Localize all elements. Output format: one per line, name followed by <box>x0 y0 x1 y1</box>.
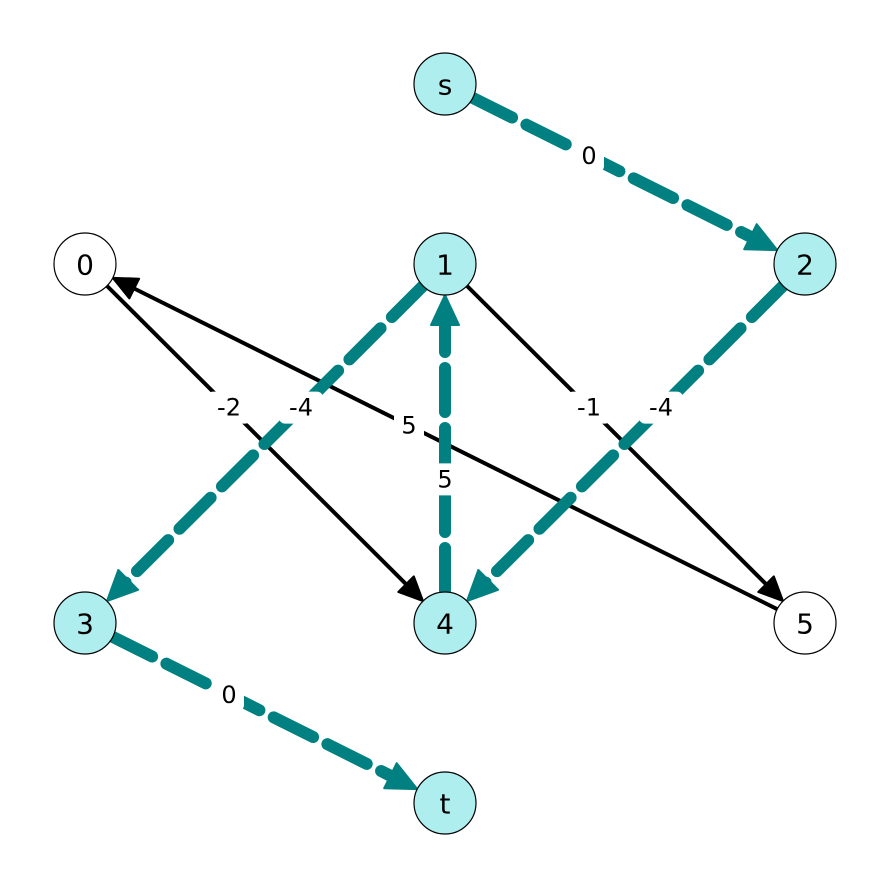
edge-weight-1-to-5: -1 <box>567 391 611 424</box>
edge-weight-text: -4 <box>649 394 673 422</box>
edge-weight-text: -2 <box>217 394 241 422</box>
node-3: 3 <box>53 591 117 655</box>
node-circle <box>53 232 117 296</box>
edge-line <box>465 284 775 593</box>
edge-line <box>106 630 408 788</box>
edge-weight-background <box>279 391 323 424</box>
edge-weight-background <box>430 463 460 496</box>
edge-weight-background <box>214 679 244 711</box>
node-label: t <box>440 788 451 821</box>
edge-weight-background <box>574 140 604 172</box>
node-label: 1 <box>436 249 454 282</box>
edge-weight-text: 5 <box>437 465 452 493</box>
edge-4-to-1 <box>430 294 460 598</box>
node-label: 0 <box>76 249 94 282</box>
node-circle <box>413 52 477 116</box>
edge-weight-5-to-0: 5 <box>394 409 424 442</box>
arrowhead <box>430 294 460 326</box>
edge-weight-background <box>207 391 251 424</box>
edge-weight-background <box>394 409 424 442</box>
node-2: 2 <box>773 232 837 296</box>
node-label: 2 <box>796 249 814 282</box>
node-circle <box>773 591 837 655</box>
edge-weight-2-to-4: -4 <box>639 391 683 424</box>
node-1: 1 <box>413 232 477 296</box>
edge-5-to-0 <box>111 276 779 611</box>
node-circle <box>53 591 117 655</box>
edge-line <box>473 279 790 595</box>
arrowhead <box>397 575 425 603</box>
edge-weight-4-to-1: 5 <box>430 463 460 496</box>
edge-weight-0-to-4: -2 <box>207 391 251 424</box>
node-circle <box>413 591 477 655</box>
edge-2-to-4 <box>465 279 790 603</box>
node-circle <box>773 232 837 296</box>
node-5: 5 <box>773 591 837 655</box>
nodes: s 0 1 2 3 4 5 t <box>53 52 837 835</box>
node-circle <box>413 232 477 296</box>
edge-weight-3-to-t: 0 <box>214 679 244 711</box>
edge-weight-s-to-2: 0 <box>574 140 604 172</box>
arrowhead <box>383 762 419 791</box>
edge-weight-text: 5 <box>401 412 416 440</box>
node-circle <box>413 771 477 835</box>
edge-0-to-4 <box>105 284 425 603</box>
arrowhead <box>465 569 500 603</box>
highlighted-edges <box>105 91 790 791</box>
node-t: t <box>413 771 477 835</box>
node-label: 5 <box>796 608 814 641</box>
arrowhead <box>757 575 785 603</box>
edge-weight-1-to-3: -4 <box>279 391 323 424</box>
edge-1-to-3 <box>105 279 430 603</box>
node-label: s <box>438 69 453 102</box>
edge-weight-background <box>639 391 683 424</box>
arrowhead <box>105 569 140 603</box>
edge-weight-text: -1 <box>577 394 601 422</box>
edge-weight-text: -4 <box>289 394 313 422</box>
edge-line <box>113 279 430 595</box>
edge-weight-text: 0 <box>221 681 236 709</box>
node-label: 3 <box>76 608 94 641</box>
plain-edges <box>105 276 785 611</box>
node-0: 0 <box>53 232 117 296</box>
arrowhead <box>743 223 779 252</box>
node-4: 4 <box>413 591 477 655</box>
edge-s-to-2 <box>466 91 779 252</box>
node-s: s <box>413 52 477 116</box>
node-label: 4 <box>436 608 454 641</box>
edge-line <box>105 284 415 593</box>
edge-3-to-t <box>106 630 419 791</box>
edge-line <box>466 91 768 249</box>
edge-weight-background <box>567 391 611 424</box>
edge-weight-text: 0 <box>581 142 596 170</box>
edge-1-to-5 <box>465 284 785 603</box>
arrowhead <box>111 276 141 300</box>
edge-labels: 0 -2 5 -1 -4 -4 5 0 <box>207 140 683 711</box>
edge-line <box>124 282 779 611</box>
